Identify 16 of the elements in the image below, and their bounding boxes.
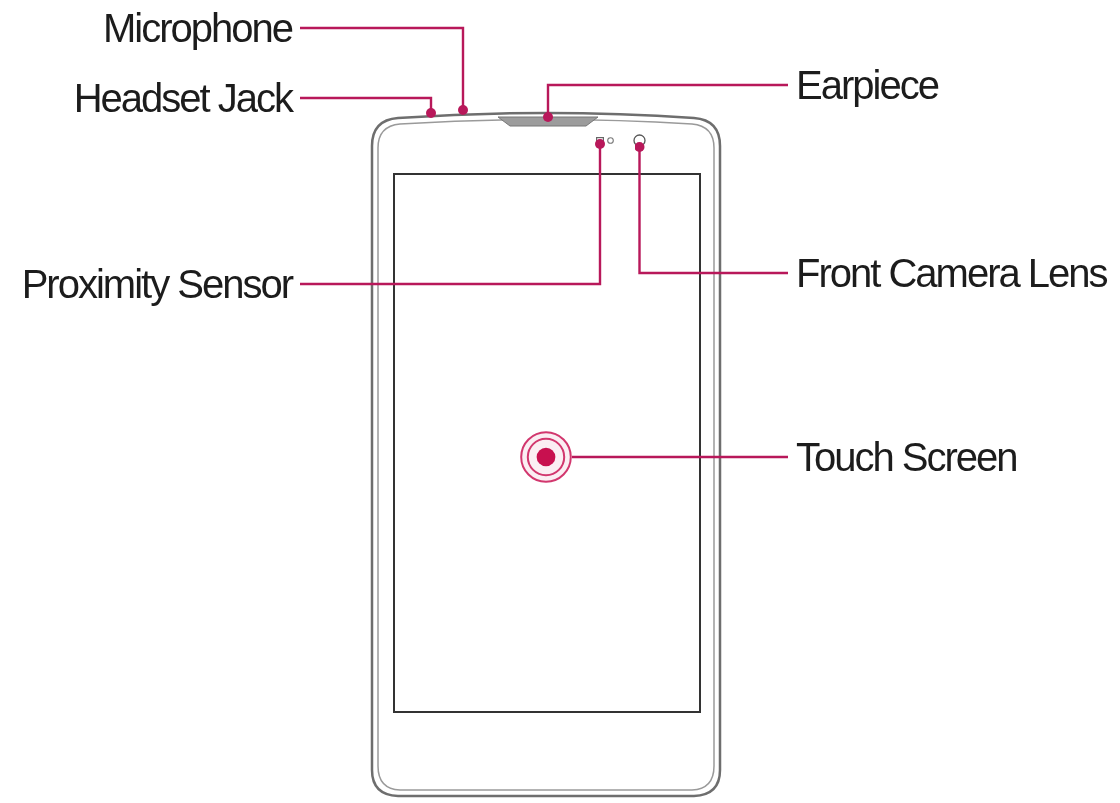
leader-line [300, 26, 468, 115]
part-label: Headset Jack [73, 76, 300, 120]
leader-line [300, 139, 605, 286]
part-label: Microphone [103, 6, 300, 50]
leader-line [634, 142, 788, 275]
leader-line [300, 96, 436, 118]
part-label: Front Camera Lens [788, 251, 1107, 295]
touch-point-icon [520, 431, 572, 483]
part-label: Proximity Sensor [21, 262, 300, 306]
part-label: Earpiece [788, 63, 938, 107]
earpiece-slot [498, 117, 598, 126]
front-camera-lens [633, 134, 646, 147]
proximity-sensor-window [596, 137, 614, 144]
part-label: Touch Screen [788, 435, 1017, 479]
leader-line [572, 455, 788, 459]
leader-line [543, 83, 788, 122]
